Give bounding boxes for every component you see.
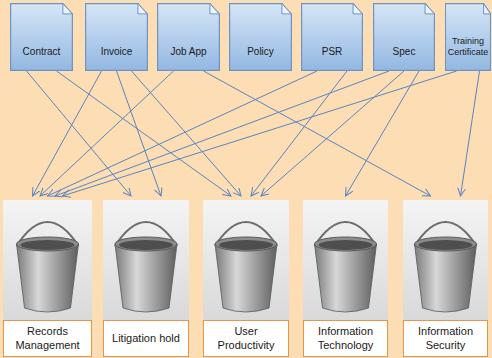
bucket-node: Information Technology	[303, 200, 388, 357]
arrow-connector	[40, 71, 174, 196]
bucket-illustration	[103, 200, 189, 320]
bucket-illustration	[303, 200, 388, 320]
document-label: PSR	[322, 46, 343, 58]
document-icon	[373, 3, 435, 71]
document-label: Invoice	[101, 46, 133, 58]
label-box: Information Security	[403, 320, 488, 357]
bucket-node: Records Management	[3, 200, 92, 357]
bucket-node: Litigation hold	[103, 200, 189, 357]
label-box: Litigation hold	[103, 320, 189, 357]
arrow-connector	[55, 71, 389, 196]
document-label: Spec	[393, 46, 416, 58]
document-node: Spec	[373, 3, 435, 71]
document-label: Job App	[170, 46, 206, 58]
bucket-label: User Productivity	[207, 325, 285, 351]
bucket-node: User Productivity	[203, 200, 289, 357]
document-label: Contract	[23, 46, 61, 58]
document-icon	[301, 3, 363, 71]
arrow-connector	[63, 71, 457, 196]
document-node: Invoice	[85, 3, 148, 71]
document-node: Job App	[157, 3, 220, 71]
bucket-label: Information Technology	[307, 325, 384, 351]
bucket-label: Records Management	[7, 325, 88, 351]
bucket-illustration	[203, 200, 289, 320]
bucket-node: Information Security	[403, 200, 488, 357]
document-node: Contract	[10, 3, 73, 71]
label-box: Information Technology	[303, 320, 388, 357]
bucket-illustration	[3, 200, 92, 320]
document-node: PSR	[301, 3, 363, 71]
document-icon	[85, 3, 148, 71]
arrow-connector	[346, 71, 420, 196]
arrow-connector	[48, 71, 318, 196]
bucket-label: Litigation hold	[112, 332, 180, 345]
arrow-connector	[132, 71, 242, 196]
bucket-illustration	[403, 200, 488, 320]
arrow-connector	[27, 71, 132, 196]
arrow-connector	[57, 71, 232, 196]
document-icon	[229, 3, 292, 71]
bucket-label: Information Security	[407, 325, 484, 351]
document-label: Policy	[247, 46, 274, 58]
document-node: Training Certificate	[445, 3, 491, 71]
document-icon	[10, 3, 73, 71]
label-box: Records Management	[3, 320, 92, 357]
document-node: Policy	[229, 3, 292, 71]
arrow-connector	[33, 71, 102, 196]
document-label: Training Certificate	[448, 36, 489, 57]
document-icon	[157, 3, 220, 71]
label-box: User Productivity	[203, 320, 289, 357]
arrow-connector	[461, 71, 480, 196]
